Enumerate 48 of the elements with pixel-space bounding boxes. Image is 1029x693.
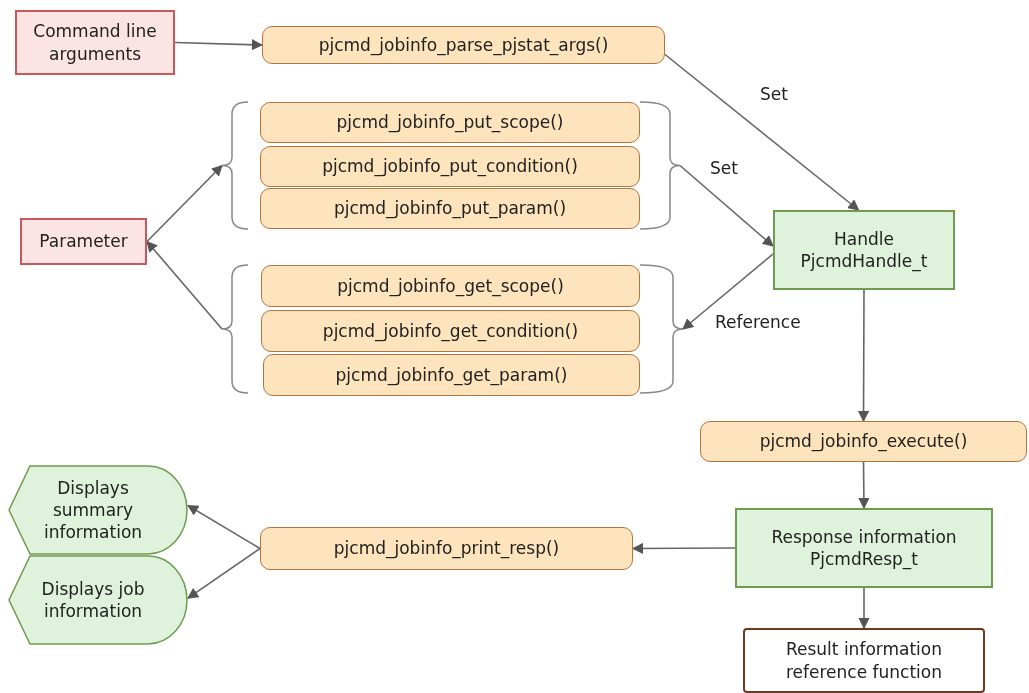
function-box [700, 421, 1027, 462]
function-name: pjcmd_jobinfo_print_resp() [333, 537, 560, 560]
function-name: pjcmd_jobinfo_parse_pjstat_args() [318, 33, 609, 57]
arrow [187, 504, 261, 550]
function-name: pjcmd_jobinfo_get_param() [335, 363, 568, 387]
function-box [262, 26, 665, 64]
data-box [773, 210, 955, 290]
input-label: Parameter [39, 230, 128, 253]
function-name: pjcmd_jobinfo_put_param() [333, 197, 567, 220]
arrow [664, 53, 860, 211]
display-label: Displays job information [40, 577, 146, 623]
bracket [640, 265, 683, 393]
function-name: pjcmd_jobinfo_get_scope() [337, 274, 564, 298]
function-box [260, 146, 640, 187]
data-label: Response information PjcmdResp_t [770, 525, 958, 571]
input-box [20, 218, 147, 265]
function-box [261, 265, 640, 307]
function-box [260, 102, 640, 143]
bracket [222, 265, 248, 393]
function-name: pjcmd_jobinfo_put_scope() [336, 111, 564, 134]
function-box [743, 628, 985, 693]
arrow [858, 461, 870, 510]
display-shape [8, 465, 188, 555]
display-shape [8, 555, 188, 645]
arrow [857, 289, 870, 423]
bracket [640, 102, 680, 229]
arrow [187, 547, 261, 599]
data-label: Handle PjcmdHandle_t [799, 227, 929, 273]
arrow [679, 164, 774, 247]
arrow [682, 253, 774, 330]
data-box [735, 508, 993, 588]
input-label: Command line arguments [32, 20, 158, 65]
display-label: Displays summary information [42, 476, 144, 544]
function-name: pjcmd_jobinfo_put_condition() [322, 155, 578, 178]
arrow [631, 542, 736, 555]
function-label: Result information reference function [784, 638, 943, 683]
arrow [146, 240, 223, 330]
function-box [261, 310, 640, 352]
arrow [858, 587, 870, 630]
arrow [146, 164, 223, 243]
bracket [222, 102, 248, 229]
function-box [260, 188, 640, 229]
function-box [260, 527, 633, 570]
input-box [15, 10, 175, 75]
function-box [263, 354, 640, 396]
function-name: pjcmd_jobinfo_get_condition() [322, 319, 579, 343]
function-name: pjcmd_jobinfo_execute() [759, 430, 968, 453]
arrow [174, 39, 264, 51]
